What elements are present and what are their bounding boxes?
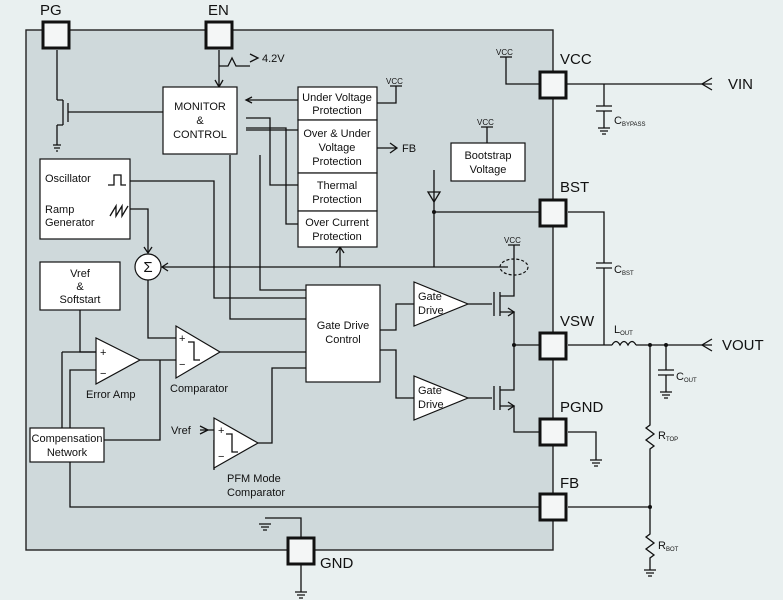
svg-text:Protection: Protection [312,156,362,168]
pg-pin [41,20,71,50]
vcc-bootstrap-label: VCC [477,118,494,127]
svg-text:Voltage: Voltage [470,164,507,176]
svg-text:Σ: Σ [143,259,152,276]
vcc-top-label: VCC [496,48,513,57]
vsw-pin [538,331,568,361]
svg-text:−: − [179,359,185,371]
low-side-gate-drive: Gate Drive [413,375,470,421]
en-pin [204,20,234,50]
svg-text:Thermal: Thermal [317,180,357,192]
bst-pin-label: BST [560,179,589,196]
svg-text:−: − [218,451,224,463]
c-out-label: COUT [676,371,697,384]
vsw-pin-label: VSW [560,313,595,330]
svg-text:MONITOR: MONITOR [174,101,226,113]
en-pin-label: EN [208,2,229,19]
svg-text:Network: Network [47,447,88,459]
vcc-fet-label: VCC [504,236,521,245]
fb-pin-label: FB [560,475,579,492]
comparator: + − Comparator [170,324,228,395]
svg-text:+: + [179,333,185,345]
svg-text:Voltage: Voltage [319,142,356,154]
vin-label: VIN [728,76,753,93]
error-amp: + − Error Amp [86,337,142,401]
svg-text:−: − [100,368,106,380]
svg-text:Comparator: Comparator [170,383,228,395]
svg-text:Protection: Protection [312,231,362,243]
svg-text:Comparator: Comparator [227,487,285,499]
svg-text:Control: Control [325,334,360,346]
pgnd-pin [538,417,568,447]
svg-text:&: & [76,281,84,293]
svg-text:PFM Mode: PFM Mode [227,473,281,485]
svg-text:Error Amp: Error Amp [86,389,136,401]
svg-text:Gate: Gate [418,385,442,397]
svg-text:Generator: Generator [45,217,95,229]
pgnd-pin-label: PGND [560,399,604,416]
fb-arrow-label: FB [402,143,416,155]
svg-text:Over Current: Over Current [305,217,369,229]
svg-text:CONTROL: CONTROL [173,129,227,141]
svg-text:&: & [196,115,204,127]
external-circuit [295,56,713,599]
oscillator-block: Oscillator Ramp Generator [39,158,131,240]
pg-pin-label: PG [40,2,62,19]
svg-text:Bootstrap: Bootstrap [464,150,511,162]
l-out-label: LOUT [614,324,633,337]
svg-text:Drive: Drive [418,399,444,411]
svg-text:Compensation: Compensation [32,433,103,445]
svg-text:Under Voltage: Under Voltage [302,92,372,104]
vcc-pin [538,70,568,100]
svg-text:Gate Drive: Gate Drive [317,320,370,332]
vcc-pin-label: VCC [560,51,592,68]
r-top-label: RTOP [658,430,678,443]
r-bot-label: RBOT [658,540,679,553]
svg-text:Over & Under: Over & Under [303,128,371,140]
gnd-pin-label: GND [320,555,354,572]
high-side-gate-drive: Gate Drive [413,281,470,327]
compensation-block: Compensation Network [29,427,105,463]
vref-pfm-label: Vref [171,425,192,437]
vref-softstart-block: Vref & Softstart [39,261,121,311]
bootstrap-block: Bootstrap Voltage [450,142,526,182]
c-bst-label: CBST [614,264,634,277]
c-bypass-label: CBYPASS [614,115,646,128]
internal-wiring [53,50,540,540]
svg-text:+: + [100,347,106,359]
svg-text:Protection: Protection [312,105,362,117]
svg-text:Oscillator: Oscillator [45,173,91,185]
svg-text:Vref: Vref [70,268,91,280]
gate-drive-control-block: Gate Drive Control [305,284,381,383]
pfm-comparator: + − PFM Mode Comparator [213,416,285,499]
bst-pin [538,198,568,228]
vcc-uvp-label: VCC [386,77,403,86]
svg-text:Gate: Gate [418,291,442,303]
monitor-control-block: MONITOR & CONTROL [162,86,238,155]
svg-text:Protection: Protection [312,194,362,206]
vout-label: VOUT [722,337,764,354]
v42-label: 4.2V [262,53,285,65]
svg-text:Softstart: Softstart [60,294,101,306]
fb-pin [538,492,568,522]
svg-text:Ramp: Ramp [45,204,74,216]
svg-text:+: + [218,425,224,437]
protection-stack: Under Voltage Protection Over & Under Vo… [297,86,378,248]
svg-text:Drive: Drive [418,305,444,317]
gnd-pin [286,536,316,566]
summing-node: Σ [134,253,162,281]
